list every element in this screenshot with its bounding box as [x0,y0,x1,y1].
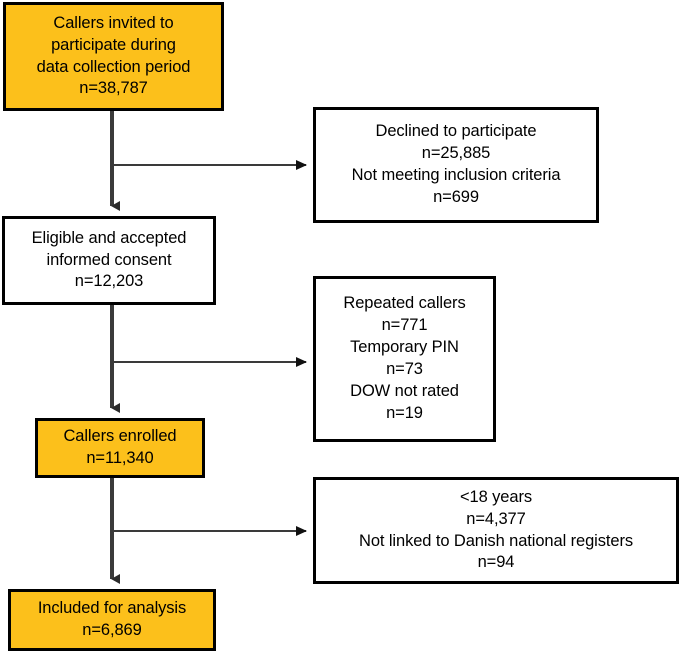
node-callers-enrolled: Callers enrolled n=11,340 [35,418,205,478]
node-under18-count-2: n=94 [477,553,515,572]
node-repeated-line-1: Repeated callers [343,294,466,313]
node-declined-count-2: n=699 [433,187,479,206]
node-repeated-count-3: n=19 [386,403,423,422]
node-under18-line-2: Not linked to Danish national registers [359,531,633,550]
node-under18-line-1: <18 years [459,487,533,506]
node-eligible-accepted-consent: Eligible and accepted informed consent n… [2,216,216,305]
node-callers-invited-line-1: Callers invited to [53,13,174,32]
node-enrolled-line-1: Callers enrolled [63,427,177,446]
node-declined-count-1: n=25,885 [421,144,491,163]
node-included-count: n=6,869 [82,621,142,639]
node-eligible-count: n=12,203 [74,272,144,291]
node-under18-count-1: n=4,377 [466,509,526,528]
node-repeated-line-2: Temporary PIN [350,338,459,357]
node-declined-to-participate: Declined to participate n=25,885 Not mee… [313,107,599,223]
node-repeated-count-2: n=73 [386,360,423,378]
node-repeated-line-3: DOW not rated [350,381,459,400]
node-eligible-line-2: informed consent [46,250,172,269]
node-repeated-callers: Repeated callers n=771 Temporary PIN n=7… [313,276,496,442]
node-callers-invited-count: n=38,787 [79,79,148,98]
node-declined-line-1: Declined to participate [375,122,537,141]
node-included-line-1: Included for analysis [37,599,187,618]
node-eligible-line-1: Eligible and accepted [31,228,187,247]
node-callers-invited-line-2: participate during [51,35,176,54]
node-included-for-analysis: Included for analysis n=6,869 [8,589,216,651]
node-repeated-count-1: n=771 [381,316,428,335]
node-enrolled-count: n=11,340 [86,449,154,467]
node-callers-invited-line-3: data collection period [36,57,191,76]
node-declined-line-2: Not meeting inclusion criteria [351,166,561,184]
node-under-18-and-unlinked: <18 years n=4,377 Not linked to Danish n… [313,477,679,584]
node-callers-invited: Callers invited to participate during da… [3,2,224,111]
